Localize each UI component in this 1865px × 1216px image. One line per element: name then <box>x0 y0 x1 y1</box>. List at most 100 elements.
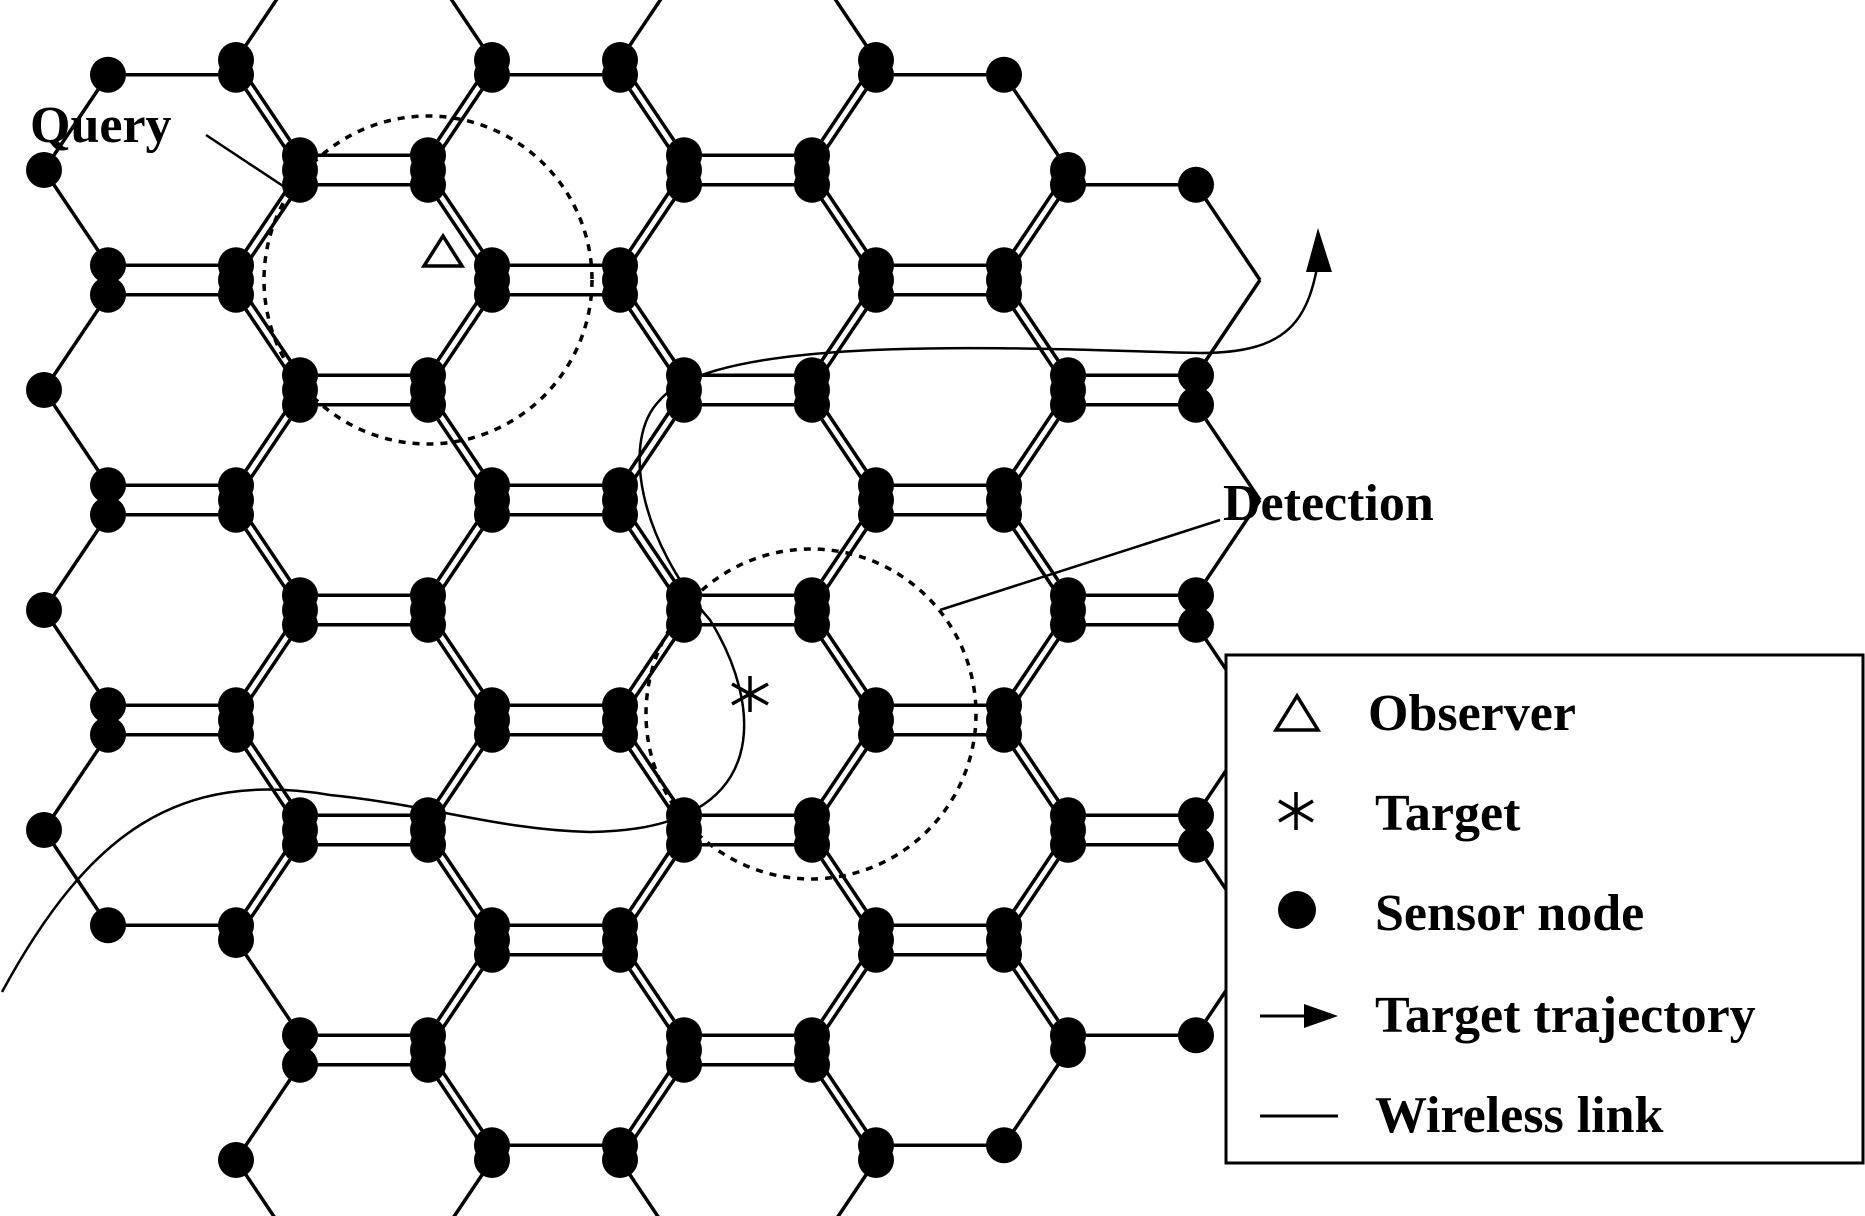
sensor-node <box>90 687 126 724</box>
sensor-node <box>1050 166 1086 203</box>
sensor-node <box>474 496 510 533</box>
sensor-node <box>858 1127 894 1164</box>
sensor-node <box>794 592 830 628</box>
sensor-node <box>986 56 1022 93</box>
sensor-nodes <box>26 42 1214 1178</box>
sensor-node <box>282 797 318 834</box>
sensor-node <box>666 137 702 174</box>
sensor-node <box>1178 606 1214 643</box>
sensor-node <box>474 276 510 313</box>
wireless-link <box>449 0 494 61</box>
target-trajectory-path <box>0 249 1322 993</box>
sensor-node <box>666 577 702 614</box>
sensor-node <box>90 907 126 944</box>
sensor-node <box>90 56 126 93</box>
sensor-node <box>666 1017 702 1054</box>
sensor-node <box>90 247 126 284</box>
sensor-node <box>1178 357 1214 394</box>
sensor-node <box>1050 577 1086 614</box>
sensor-node <box>858 467 894 504</box>
detection-leader-line <box>939 518 1221 612</box>
sensor-node <box>666 606 702 643</box>
sensor-node <box>474 716 510 753</box>
sensor-node <box>986 702 1022 738</box>
sensor-node <box>1050 357 1086 394</box>
sensor-node <box>410 372 446 408</box>
wireless-link <box>42 829 110 927</box>
sensor-node <box>1178 386 1214 423</box>
wireless-link <box>234 1159 276 1216</box>
sensor-node <box>602 702 638 738</box>
sensor-node <box>410 812 446 848</box>
query-range-circle <box>262 114 594 446</box>
sensor-node <box>474 467 510 504</box>
wireless-link <box>836 1159 878 1216</box>
wireless-link <box>234 939 302 1037</box>
sensor-node <box>1178 166 1214 203</box>
wireless-link <box>1194 403 1262 501</box>
wireless-link <box>452 1159 494 1216</box>
sensor-node <box>858 56 894 93</box>
wireless-link <box>42 73 110 171</box>
wireless-link <box>42 389 110 487</box>
legend: Observer Target Sensor node Target traje… <box>1224 653 1865 1165</box>
wireless-link <box>42 733 110 831</box>
sensor-node <box>666 357 702 394</box>
wireless-link <box>42 293 110 391</box>
sensor-node <box>986 262 1022 298</box>
sensor-node <box>1178 797 1214 834</box>
arrow-icon <box>1260 1004 1338 1028</box>
asterisk-icon <box>1278 792 1314 830</box>
sensor-node <box>602 262 638 298</box>
query-label: Query <box>30 97 172 154</box>
sensor-node <box>858 716 894 753</box>
sensor-node <box>602 1142 638 1178</box>
wireless-link <box>1194 279 1262 377</box>
sensor-node <box>794 152 830 188</box>
sensor-node <box>602 42 638 78</box>
sensor-node <box>858 907 894 944</box>
sensor-node <box>474 1127 510 1164</box>
wireless-link <box>42 513 110 611</box>
detection-range-circle <box>644 547 978 881</box>
query-leader-line <box>205 133 287 190</box>
sensor-node <box>474 936 510 973</box>
sensor-node <box>90 276 126 313</box>
sensor-node <box>218 922 254 958</box>
sensor-node <box>90 496 126 533</box>
sensor-node <box>858 936 894 973</box>
wireless-link <box>42 169 110 267</box>
sensor-node <box>1050 606 1086 643</box>
legend-label-target: Target <box>1375 785 1521 842</box>
sensor-node <box>1178 1017 1214 1054</box>
wireless-link <box>1194 183 1262 281</box>
sensor-node <box>282 357 318 394</box>
sensor-node <box>26 152 62 188</box>
sensor-node <box>1050 797 1086 834</box>
wireless-link <box>1194 499 1262 597</box>
sensor-node <box>1050 826 1086 863</box>
wireless-link <box>833 0 878 61</box>
sensor-node <box>602 482 638 518</box>
filled-circle-icon <box>1278 891 1316 929</box>
sensor-node <box>666 826 702 863</box>
sensor-node <box>410 152 446 188</box>
legend-label-sensor-node: Sensor node <box>1375 885 1644 942</box>
sensor-node <box>282 606 318 643</box>
sensor-node <box>26 812 62 848</box>
sensor-node <box>858 276 894 313</box>
sensor-node <box>218 262 254 298</box>
sensor-node <box>666 1046 702 1083</box>
wireless-link <box>1002 1049 1070 1147</box>
triangle-icon <box>1272 692 1322 732</box>
sensor-node <box>282 1017 318 1054</box>
wireless-link <box>618 1159 660 1216</box>
sensor-node <box>26 592 62 628</box>
legend-box <box>1224 653 1865 1165</box>
sensor-node <box>90 716 126 753</box>
sensor-node <box>90 467 126 504</box>
sensor-node <box>282 826 318 863</box>
sensor-node <box>794 1032 830 1068</box>
legend-label-target-trajectory: Target trajectory <box>1375 987 1756 1044</box>
sensor-node <box>218 1142 254 1178</box>
